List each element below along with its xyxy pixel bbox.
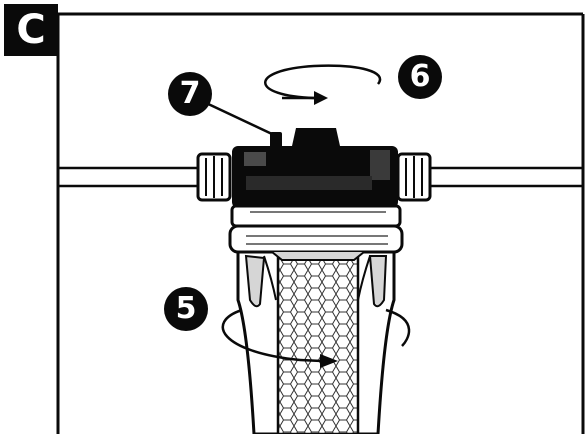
filter-cartridge: [271, 250, 365, 434]
housing-ring: [228, 204, 404, 254]
callout-step-6: 6: [398, 55, 442, 99]
callout-step-5: 5: [164, 287, 208, 331]
pressure-release-button: [270, 132, 282, 148]
cap-nut: [292, 128, 340, 146]
inlet-pipe: [58, 166, 204, 188]
inlet-fitting: [196, 152, 232, 202]
outlet-pipe: [424, 166, 583, 188]
rotation-arrow-housing: [221, 308, 411, 368]
callout-7-leader: [203, 100, 273, 136]
callout-step-7: 7: [168, 72, 212, 116]
rotation-arrow-cap: [264, 64, 382, 105]
panel-label: C: [4, 4, 58, 56]
filter-cap: [232, 146, 398, 208]
outlet-fitting: [396, 152, 432, 202]
